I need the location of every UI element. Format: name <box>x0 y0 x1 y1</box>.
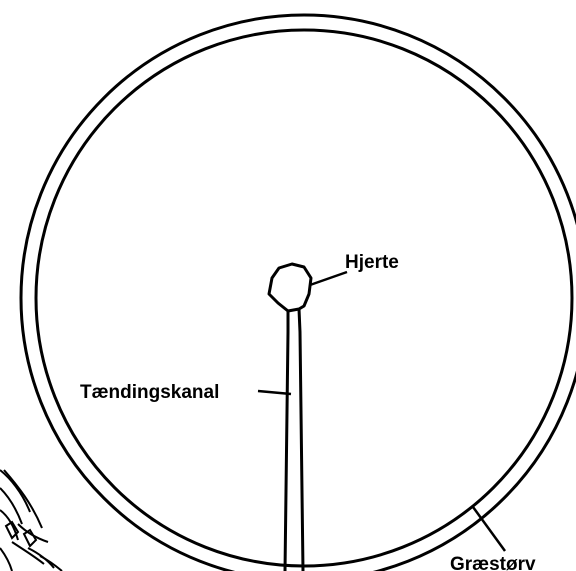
channel-label: Tændingskanal <box>80 382 219 403</box>
turf-label: Græstørv <box>450 554 536 571</box>
heart-label: Hjerte <box>345 252 399 273</box>
heart-leader <box>310 272 347 285</box>
turf-ring-inner <box>36 30 572 566</box>
channel-right-edge <box>299 309 303 571</box>
hand-sketch-icon <box>0 470 62 571</box>
heart-blob <box>269 264 311 311</box>
turf-ring <box>21 15 576 571</box>
ignition-channel <box>285 309 303 571</box>
channel-left-edge <box>285 311 288 571</box>
